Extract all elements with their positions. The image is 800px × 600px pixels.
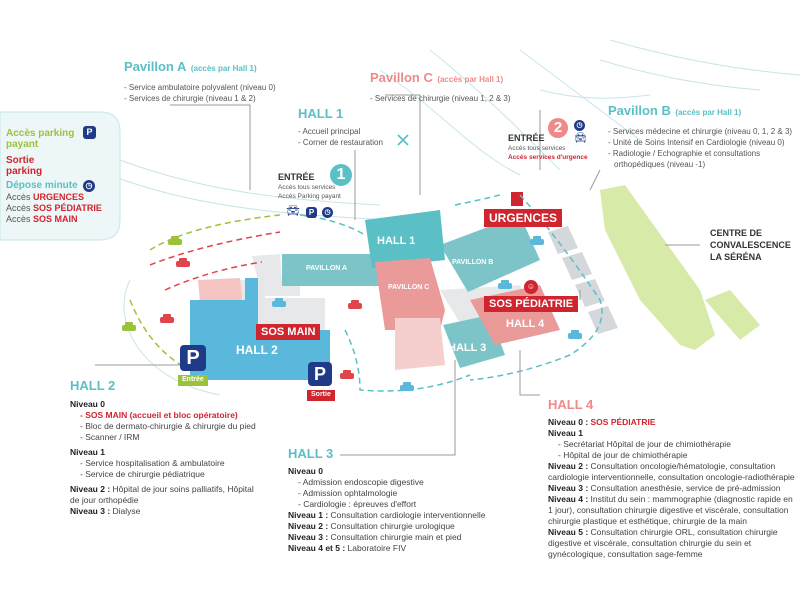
centre-convalescence-building bbox=[600, 185, 715, 350]
car-icon bbox=[272, 298, 286, 307]
hall1-building bbox=[365, 210, 445, 268]
pavillon-c-building bbox=[375, 258, 445, 330]
sos-main-label: SOS MAIN bbox=[256, 324, 321, 340]
sos-pediatrie-label: SOS PÉDIATRIE bbox=[484, 296, 579, 312]
legend-sortie-text: Sortie parking bbox=[6, 155, 43, 177]
centre-convalescence-label: CENTRE DE CONVALESCENCE LA SÉRÉNA bbox=[710, 228, 791, 262]
car-icon bbox=[160, 314, 174, 323]
entree1-info: ENTRÉE Accès tous services Accès Parking… bbox=[278, 172, 341, 201]
entree2-info: ENTRÉE Accès tous services Accès service… bbox=[508, 133, 588, 162]
car-icon bbox=[168, 236, 182, 245]
restaurant-icon bbox=[397, 134, 409, 146]
car-icon bbox=[568, 330, 582, 339]
legend-depose-text: Dépose minute bbox=[6, 180, 78, 191]
hall1-map-label: HALL 1 bbox=[377, 235, 416, 247]
hall4-map-label: HALL 4 bbox=[506, 318, 545, 330]
clock-icon: ◷ bbox=[83, 180, 95, 192]
car-icon bbox=[122, 322, 136, 331]
hall2-info: HALL 2 Niveau 0 - SOS MAIN (accueil et b… bbox=[70, 378, 256, 517]
pavillon-b-building bbox=[440, 215, 540, 292]
hall1-info: HALL 1 - Accueil principal - Corner de r… bbox=[298, 106, 383, 148]
hall2-map-label: HALL 2 bbox=[236, 343, 278, 357]
entree1-number-badge: 1 bbox=[330, 164, 352, 186]
car-icons bbox=[122, 236, 582, 391]
traffic-arrows bbox=[129, 194, 603, 392]
parking-sortie-icon: P bbox=[308, 362, 332, 386]
clock-icon: ◷ bbox=[574, 120, 585, 131]
pavillon-c-info: Pavillon C (accès par Hall 1) - Services… bbox=[370, 70, 511, 103]
background-roads bbox=[109, 39, 800, 396]
parking-icon: P bbox=[306, 207, 317, 218]
car-icon: 🚘︎ bbox=[574, 133, 587, 144]
hall3-info: HALL 3 Niveau 0 - Admission endoscopie d… bbox=[288, 446, 486, 554]
pavillon-a-building bbox=[282, 254, 382, 286]
pavillon-a-map-label: PAVILLON A bbox=[306, 265, 348, 272]
hall2-building bbox=[190, 278, 330, 380]
parking-entree-icon: P bbox=[180, 345, 206, 371]
legend-panel bbox=[0, 111, 121, 241]
sortie-tag: Sortie bbox=[307, 390, 335, 401]
pavillon-a-info: Pavillon A (accès par Hall 1) - Service … bbox=[124, 59, 276, 103]
hall4-info: HALL 4 Niveau 0 : SOS PÉDIATRIE Niveau 1… bbox=[548, 397, 795, 560]
clock-icon: ◷ bbox=[322, 207, 333, 218]
parking-icon: P bbox=[83, 126, 96, 139]
pavillon-c-map-label: PAVILLON C bbox=[388, 284, 430, 291]
car-icon bbox=[498, 280, 512, 289]
urgences-label: URGENCES bbox=[484, 209, 563, 227]
car-icon bbox=[340, 370, 354, 379]
pavillon-b-info: Pavillon B (accès par Hall 1) - Services… bbox=[608, 103, 793, 169]
hall3-map-label: HALL 3 bbox=[448, 342, 487, 354]
legend-parking-text: Accès parking payant bbox=[6, 128, 75, 150]
entree2-number-badge: 2 bbox=[548, 118, 568, 138]
legend-acces-list: Accès URGENCES Accès SOS PÉDIATRIE Accès… bbox=[6, 192, 102, 224]
child-icon: ☺ bbox=[524, 280, 538, 294]
car-icon bbox=[176, 258, 190, 267]
car-icon: 🚘︎ bbox=[286, 205, 300, 217]
car-icon bbox=[348, 300, 362, 309]
car-icon bbox=[400, 382, 414, 391]
car-icon bbox=[530, 236, 544, 245]
callout-lines bbox=[95, 94, 700, 456]
pavillon-b-map-label: PAVILLON B bbox=[452, 259, 494, 266]
entree-tag: Entrée bbox=[178, 375, 208, 386]
